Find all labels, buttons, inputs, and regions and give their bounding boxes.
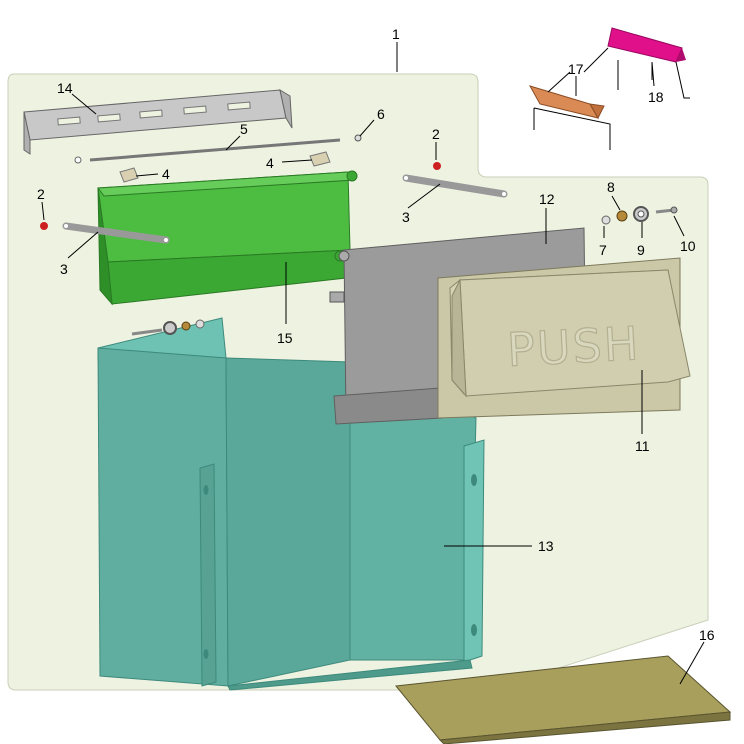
part-5-rod — [74, 138, 341, 164]
part-4-clip-right — [309, 151, 331, 167]
part-6-screw — [354, 134, 362, 142]
cabinet-hinge-hardware — [131, 319, 205, 336]
callout-9: 9 — [637, 242, 645, 258]
part-8-nut — [616, 210, 628, 222]
callout-4-right: 4 — [266, 155, 274, 171]
callout-18: 18 — [648, 89, 664, 105]
part-16-base-board — [395, 655, 732, 744]
callout-3-left: 3 — [60, 261, 68, 277]
callout-5: 5 — [240, 121, 248, 137]
callout-7: 7 — [599, 242, 607, 258]
callout-1: 1 — [392, 26, 400, 42]
callout-16: 16 — [699, 627, 715, 643]
callout-8: 8 — [607, 179, 615, 195]
callout-2-left: 2 — [37, 186, 45, 202]
callout-2-right: 2 — [432, 126, 440, 142]
callout-10: 10 — [680, 238, 696, 254]
callout-11: 11 — [635, 438, 650, 454]
part-14-mounting-bracket — [23, 88, 293, 155]
callout-4-left: 4 — [162, 166, 170, 182]
callout-17: 17 — [568, 61, 584, 77]
callout-6: 6 — [377, 106, 385, 122]
callout-12: 12 — [539, 191, 555, 207]
part-10-bolt — [655, 206, 678, 214]
push-label: PUSH — [506, 316, 642, 377]
part-7-washer — [601, 215, 611, 225]
part-3-link-left — [62, 222, 170, 244]
part-18-cover — [607, 27, 690, 99]
callout-3-right: 3 — [402, 209, 410, 225]
part-11-push-door: PUSH — [437, 257, 691, 419]
part-2-pin-left — [40, 222, 48, 230]
part-13-cabinet — [97, 317, 485, 691]
part-2-pin-right — [433, 162, 441, 170]
part-4-clip-left — [119, 167, 139, 183]
callout-14: 14 — [57, 80, 73, 96]
part-9-ring — [633, 206, 649, 222]
leader-lines — [41, 42, 705, 685]
callout-labels: 1 2 2 3 3 3 4 4 5 6 7 8 9 10 11 12 13 14… — [37, 26, 715, 643]
callout-15: 15 — [277, 330, 293, 346]
part-3-link-right — [402, 174, 508, 198]
callout-13: 13 — [538, 538, 554, 554]
part-17-bracket — [528, 85, 611, 150]
